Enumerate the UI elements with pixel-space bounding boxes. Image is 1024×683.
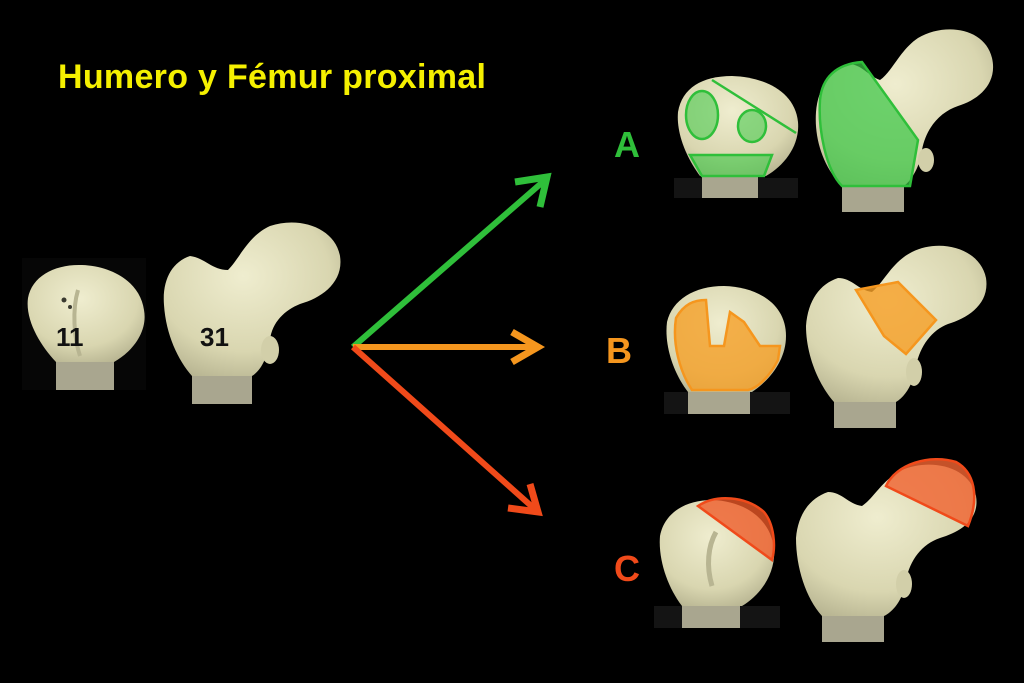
femur-a-model [815, 29, 994, 212]
femur-b-zone [853, 280, 938, 356]
femur-31-body [163, 222, 341, 376]
humerus-code: 11 [56, 322, 84, 352]
humerus-c-shaft [682, 604, 740, 628]
femur-b-shaft [834, 398, 896, 428]
femur-31-model [163, 222, 341, 404]
humerus-a-model [674, 76, 799, 198]
humerus-b-model [664, 286, 790, 414]
humerus-a-zone-2 [736, 108, 768, 144]
humerus-11-head [27, 264, 145, 362]
humerus-11-groove [72, 289, 82, 357]
humerus-11-model [22, 258, 146, 390]
arrow-a [351, 177, 547, 350]
femur-c-trochanter [896, 570, 912, 598]
femur-a-zone [818, 60, 920, 188]
humerus-11-foramen-2 [68, 305, 72, 309]
femur-c-zone [884, 458, 976, 528]
arrow-c-head [507, 483, 543, 517]
arrow-b-head [510, 328, 546, 366]
humerus-11-shaft [56, 358, 114, 390]
humerus-a-zone-3 [687, 153, 774, 178]
humerus-b-shaft [688, 390, 750, 414]
humerus-c-groove [706, 530, 719, 587]
femur-c-shaft [822, 612, 884, 642]
humerus-c-model [654, 497, 780, 628]
slide-title: Humero y Fémur proximal [58, 58, 487, 96]
femur-c-model [796, 458, 977, 642]
humerus-b-zone [673, 298, 782, 392]
arrow-c [351, 344, 540, 515]
femur-a-trochanter [918, 148, 934, 172]
humerus-a-line [711, 78, 797, 135]
femur-b-trochanter [906, 358, 922, 386]
femur-b-model [806, 245, 987, 428]
femur-code: 31 [200, 322, 229, 352]
femur-31-lesser-trochanter [261, 336, 279, 364]
branch-arrows [351, 172, 552, 517]
arrow-a-head [514, 172, 552, 208]
humerus-a-shaft [702, 176, 758, 198]
humerus-11-foramen [61, 297, 67, 303]
category-b-label: B [606, 330, 632, 371]
category-a-label: A [614, 124, 640, 165]
category-c-label: C [614, 548, 640, 589]
humerus-a-zone-1 [684, 89, 720, 141]
femur-31-shaft [192, 372, 252, 404]
humerus-c-zone [695, 497, 776, 563]
